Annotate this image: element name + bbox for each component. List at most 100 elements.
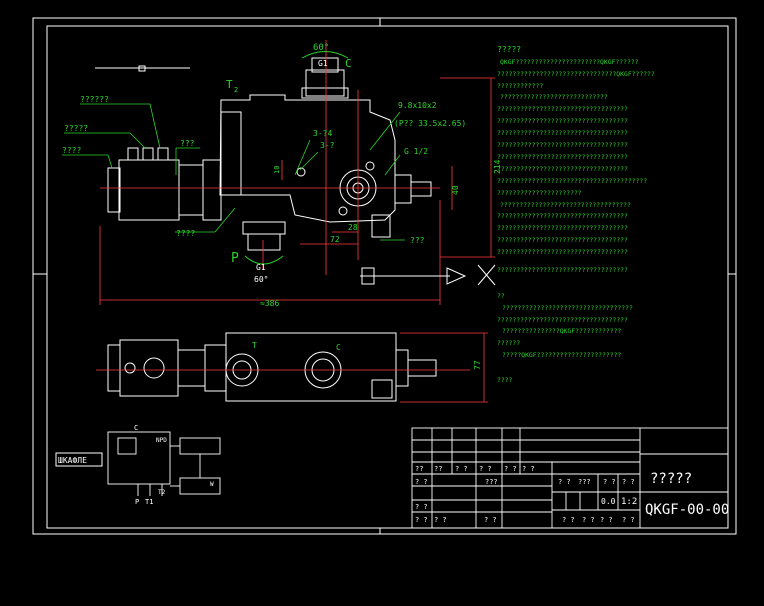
plan-t-label: T: [252, 341, 257, 350]
note-line: ??????????????????????????????????: [497, 212, 628, 220]
note-line: ??????????????????????????????????: [497, 105, 628, 113]
t2-sub-label: 2: [234, 86, 238, 94]
note-line: ??????????????????????????????????: [497, 153, 628, 161]
bottom-left-note: ????: [176, 229, 195, 238]
note-line: ???????????????????????????????QKGF?????…: [497, 70, 655, 78]
section-arrow: [360, 264, 496, 286]
cell-a-2: ? ?: [455, 465, 468, 473]
cell-a-3: ? ?: [479, 465, 492, 473]
title-block-scale: 1:2: [621, 497, 637, 507]
cell-c-0: ? ?: [415, 503, 428, 511]
note-a: 9.8x10x2: [398, 101, 437, 110]
t2-label: T: [226, 78, 233, 91]
sch-t2-label: T2: [158, 489, 166, 496]
cell-a-5: ? ?: [504, 465, 517, 473]
plan-view: [107, 332, 437, 402]
angle-bottom-label: 60°: [254, 275, 268, 284]
note-line: ??????????????????????????????????: [497, 236, 628, 244]
note-line: QKGF??????????????????????QKGF??????: [500, 58, 639, 66]
dim-386: ≈386: [260, 299, 279, 308]
cell-c-1: ? ?: [415, 516, 428, 524]
cell-a-6: ? ?: [522, 465, 535, 473]
cell-d-2: ? ?: [582, 516, 595, 524]
notes-header: ?????: [497, 45, 521, 54]
dim-28: 28: [348, 223, 358, 232]
note-c: 3-?4: [313, 129, 332, 138]
left-label-1: ??????: [80, 95, 109, 104]
note-line: ??????????????????????????????????: [497, 248, 628, 256]
g1-top-label: G1: [318, 59, 328, 68]
note-line: ????????????????????????????: [500, 93, 608, 101]
front-dimensions: [99, 40, 495, 305]
drawing-frame: [46, 25, 729, 529]
cell-d-1: ? ?: [562, 516, 575, 524]
notes-lines: QKGF??????????????????????QKGF?????? ???…: [497, 58, 655, 384]
dim-77: 77: [473, 360, 482, 370]
g1-bottom-label: G1: [256, 263, 266, 272]
sch-w-label: W: [210, 481, 214, 488]
note-line: ??????????????????????????????????: [497, 165, 628, 173]
title-block-code: QKGF-00-00: [645, 502, 729, 518]
title-block-title: ?????: [650, 471, 692, 487]
cell-a-4: ???: [485, 478, 498, 486]
title-block-mass: 0.0: [601, 497, 616, 506]
leader-lines: [62, 103, 405, 241]
dim-214: 214: [493, 159, 502, 174]
note-line: ??????????????????????????????????: [497, 316, 628, 324]
hydraulic-schematic: [107, 431, 221, 496]
note-line: ????????????: [497, 82, 543, 90]
port-p-label: P: [231, 251, 239, 266]
plan-c-label: C: [336, 343, 341, 352]
cell-a-7: ? ?: [415, 478, 428, 486]
left-label-3: ????: [62, 146, 81, 155]
sch-npd-label: NPD: [156, 437, 167, 444]
dim-40: 40: [451, 185, 460, 195]
left-label-4: ???: [180, 139, 195, 148]
cell-b-2: ? ?: [603, 478, 616, 486]
left-label-2: ?????: [64, 124, 88, 133]
note-line: ??????????????????????????????????: [497, 224, 628, 232]
cell-d-4: ? ?: [622, 516, 635, 524]
note-line: ??????: [497, 339, 520, 347]
sch-p-label: P: [135, 498, 139, 506]
symbol-box-label: ШКАФЛЕ: [58, 456, 87, 465]
title-block-cells: ?? ?? ? ? ? ? ??? ? ? ? ? ? ? ? ? ??? ? …: [415, 465, 635, 524]
sch-c-label: C: [134, 424, 138, 432]
dim-72: 72: [330, 235, 340, 244]
note-e: G 1/2: [404, 147, 428, 156]
note-line: ???????????????????????????????????????: [497, 177, 647, 185]
note-line: ??: [497, 292, 505, 300]
note-line: ????: [497, 376, 513, 384]
cell-b-3: ? ?: [622, 478, 635, 486]
note-line: ??????????????????????????????????: [500, 201, 631, 209]
marker-box: [138, 65, 146, 72]
note-line: ??????????????????????????????????: [497, 117, 628, 125]
note-line: ??????????????????????????????????: [497, 141, 628, 149]
port-c-label: C: [345, 57, 352, 70]
cell-c-2: ? ?: [434, 516, 447, 524]
sch-t1-label: T1: [145, 498, 153, 506]
note-line: ?????QKGF??????????????????????: [502, 351, 621, 359]
plan-dimensions: [96, 332, 488, 403]
cell-d-3: ? ?: [600, 516, 613, 524]
note-line: ??????????????????????????????????: [497, 266, 628, 274]
cell-d-0: ? ?: [484, 516, 497, 524]
angle-arc-bottom: [244, 255, 284, 265]
cell-b-1: ???: [578, 478, 591, 486]
cell-a-0: ??: [415, 465, 423, 473]
note-line: ??????????????????????????????????: [497, 129, 628, 137]
sheet-border: [32, 17, 737, 535]
note-line: ??????????????????????????????????: [502, 304, 633, 312]
cell-b-0: ? ?: [558, 478, 571, 486]
dim-10: 10: [273, 166, 281, 174]
angle-top-label: 60°: [313, 43, 329, 53]
front-view: [107, 57, 432, 251]
note-line: ??????????????????????: [497, 189, 582, 197]
note-d: 3-?: [320, 141, 335, 150]
note-f: ???: [410, 236, 425, 245]
symbol-box: [55, 452, 103, 467]
angle-arc-top: [301, 51, 349, 59]
note-b: (P?? 33.5x2.65): [394, 119, 466, 128]
title-block-grid: [411, 427, 729, 529]
